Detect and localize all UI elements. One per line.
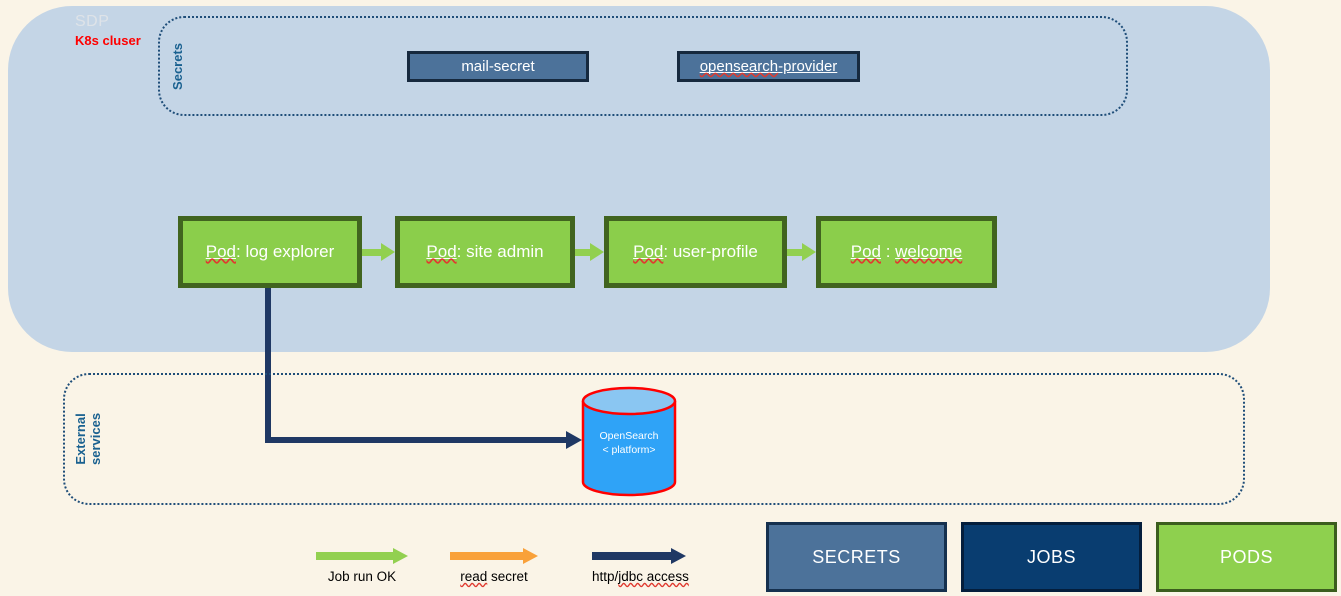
- legend-item-read-secret: read secret: [450, 548, 538, 584]
- secret-node-opensearch-provider: opensearch-provider: [677, 51, 860, 82]
- http-jdbc-connector-vertical: [265, 288, 271, 440]
- pod-node-site-admin: Pod: site admin: [395, 216, 575, 288]
- green-arrow-icon: [316, 548, 408, 564]
- pods-button[interactable]: PODS: [1156, 522, 1337, 592]
- secrets-button[interactable]: SECRETS: [766, 522, 947, 592]
- pod-node-user-profile-label: Pod: user-profile: [633, 242, 758, 261]
- opensearch-database-node: OpenSearch < platform>: [580, 385, 678, 498]
- pod-node-welcome-label: Pod : welcome: [850, 242, 963, 261]
- external-services-section-box: [63, 373, 1245, 505]
- secrets-section-label: Secrets: [169, 42, 185, 90]
- pod-node-site-admin-label: Pod: site admin: [426, 242, 544, 261]
- secret-node-opensearch-provider-label: opensearch-provider: [699, 58, 838, 75]
- http-jdbc-connector-arrowhead-icon: [566, 431, 582, 449]
- secrets-section-label-wrap: Secrets: [158, 16, 198, 116]
- job-ok-arrow-2: [575, 243, 604, 261]
- opensearch-database-label: OpenSearch < platform>: [599, 430, 659, 456]
- secret-node-mail-secret: mail-secret: [407, 51, 589, 82]
- navy-arrow-icon: [592, 548, 686, 564]
- http-jdbc-connector-horizontal: [265, 437, 566, 443]
- legend-item-http-jdbc-access: http/jdbc access: [592, 548, 689, 584]
- legend-item-job-run-ok: Job run OK: [316, 548, 408, 584]
- jobs-button[interactable]: JOBS: [961, 522, 1142, 592]
- job-ok-arrow-3: [787, 243, 816, 261]
- pod-node-user-profile: Pod: user-profile: [604, 216, 787, 288]
- legend-label-http-jdbc-access: http/jdbc access: [592, 569, 689, 584]
- k8s-cluster-region: [8, 6, 1270, 352]
- cluster-subtitle: K8s cluser: [75, 33, 141, 48]
- secrets-section-box: [158, 16, 1128, 116]
- job-ok-arrow-1: [362, 243, 395, 261]
- legend-label-job-run-ok: Job run OK: [327, 569, 397, 584]
- secret-node-mail-secret-label: mail-secret: [461, 58, 535, 75]
- legend-label-read-secret: read secret: [460, 569, 528, 584]
- pod-node-log-explorer: Pod: log explorer: [178, 216, 362, 288]
- orange-arrow-icon: [450, 548, 538, 564]
- pod-node-log-explorer-label: Pod: log explorer: [205, 242, 335, 261]
- cluster-title: SDP: [75, 13, 110, 30]
- database-cylinder-icon: [581, 386, 677, 497]
- pod-node-welcome: Pod : welcome: [816, 216, 997, 288]
